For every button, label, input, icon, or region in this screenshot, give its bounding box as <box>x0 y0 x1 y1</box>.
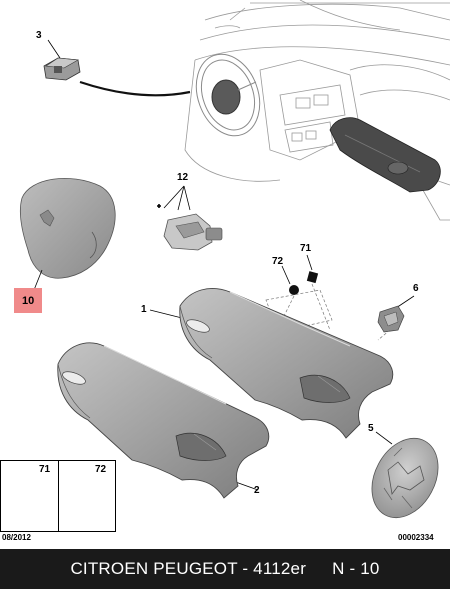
diagram-canvas <box>11 0 450 519</box>
date-code: 08/2012 <box>2 533 31 542</box>
part-12-clock-spring <box>157 185 223 251</box>
part-10-airbag-pad <box>20 178 116 291</box>
steering-wheel-illustration <box>195 53 261 137</box>
part-71-72-fasteners <box>265 254 333 333</box>
hardware-box-divider <box>58 461 59 531</box>
callout-71: 71 <box>300 243 312 254</box>
callout-5: 5 <box>368 423 374 434</box>
hardware-legend-box: 71 72 <box>0 460 116 532</box>
callout-10: 10 <box>14 288 43 313</box>
callout-6: 6 <box>413 283 419 294</box>
hardware-label-71: 71 <box>39 464 51 475</box>
harness-wire <box>79 80 191 97</box>
callout-1: 1 <box>141 304 147 315</box>
callout-2: 2 <box>254 485 260 496</box>
diagram-code: 00002334 <box>398 533 434 542</box>
callout-72: 72 <box>272 256 284 267</box>
part-3-switch <box>43 39 81 81</box>
hardware-label-72: 72 <box>95 464 107 475</box>
footer-ref: N - 10 <box>332 559 380 578</box>
part-1-upper-shroud <box>149 288 394 439</box>
part-5-badge <box>371 431 439 519</box>
footer-bar: CITROEN PEUGEOT - 4112er N - 10 <box>0 549 450 589</box>
footer-brand-part: CITROEN PEUGEOT - 4112er <box>70 559 307 578</box>
part-2-lower-shroud <box>57 342 270 499</box>
callout-3: 3 <box>36 30 42 41</box>
column-panel-illustration <box>329 117 441 193</box>
parts-diagram: 3 12 10 71 72 1 6 5 2 71 72 08/2012 0000… <box>0 0 450 542</box>
part-6-clip <box>377 295 415 341</box>
callout-12: 12 <box>177 172 189 183</box>
